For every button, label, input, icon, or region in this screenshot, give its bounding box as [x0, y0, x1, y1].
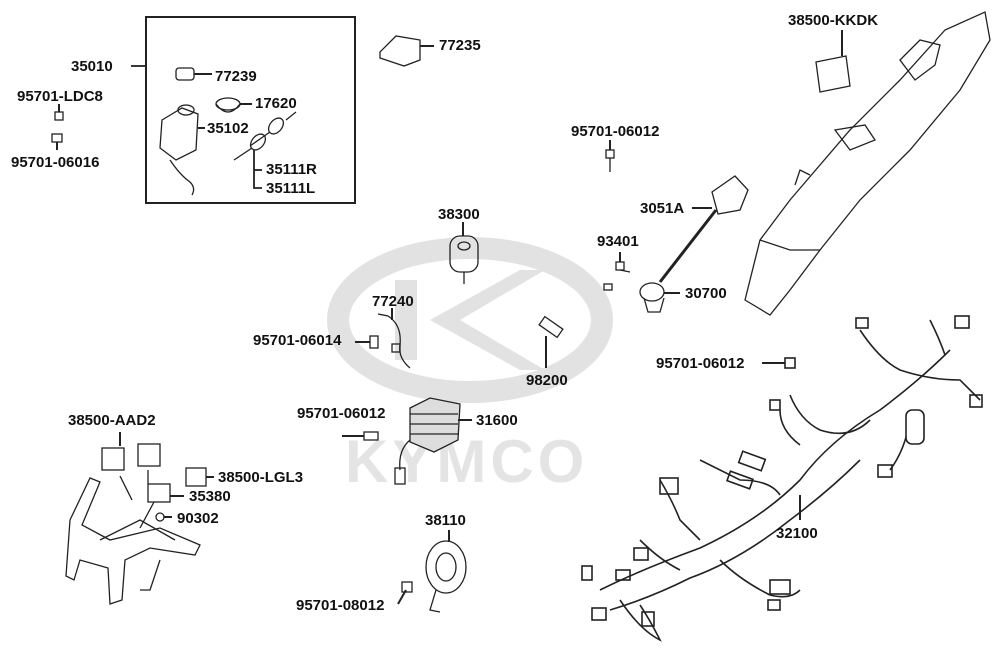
part-38300-label: 38300	[438, 206, 480, 223]
part-98200-label: 98200	[526, 372, 568, 389]
bolt-ldc8-icon	[54, 104, 64, 121]
part-35111r-label: 35111R	[266, 161, 317, 178]
bracket-icon	[379, 35, 434, 67]
cable-icon	[355, 308, 411, 369]
screw-93401-icon	[603, 252, 631, 291]
watermark-text: KYMCO	[345, 428, 589, 495]
part-93401-label: 93401	[597, 233, 639, 250]
regulator-icon	[394, 397, 472, 485]
part-30700-label: 30700	[685, 285, 727, 302]
relay-35380-icon	[139, 483, 184, 529]
part-95701-06012-mid-label: 95701-06012	[297, 405, 386, 422]
part-95701-ldc8-label: 95701-LDC8	[17, 88, 103, 105]
part-38500-aad2-label: 38500-AAD2	[68, 412, 156, 429]
part-77239-label: 77239	[215, 68, 257, 85]
fuse-icon	[538, 315, 564, 368]
bolt-regulator-icon	[342, 431, 379, 441]
part-3051a-label: 3051A	[640, 200, 685, 217]
part-95701-06012-right-label: 95701-06012	[656, 355, 745, 372]
part-38500-lgl3-label: 38500-LGL3	[218, 469, 304, 486]
part-77235-label: 77235	[439, 37, 481, 54]
part-95701-06016-label: 95701-06016	[11, 154, 100, 171]
part-35010-label: 35010	[71, 58, 113, 75]
part-32100-label: 32100	[776, 525, 818, 542]
lock-cylinder-icon	[175, 67, 212, 81]
part-38110-label: 38110	[425, 512, 466, 529]
part-17620-label: 17620	[255, 95, 297, 112]
horn-icon	[425, 530, 467, 613]
key-set-box	[145, 16, 356, 204]
cap-icon	[215, 97, 252, 113]
bolt-horn-icon	[397, 581, 413, 605]
part-95701-06012-top-label: 95701-06012	[571, 123, 660, 140]
frame-icon	[744, 11, 991, 316]
lower-frame-icon	[65, 477, 201, 605]
part-77240-label: 77240	[372, 293, 414, 310]
part-90302-label: 90302	[177, 510, 219, 527]
part-95701-08012-label: 95701-08012	[296, 597, 385, 614]
plug-cap-icon	[639, 282, 680, 313]
ignition-switch-icon	[159, 104, 205, 196]
part-38500-kkdk-label: 38500-KKDK	[788, 12, 879, 29]
nut-90302-icon	[155, 512, 172, 522]
part-35102-label: 35102	[207, 120, 249, 137]
ignition-coil-icon	[658, 175, 749, 283]
bolt-top-icon	[605, 140, 615, 172]
relay-aad2-icon	[101, 432, 161, 501]
part-95701-06014-label: 95701-06014	[253, 332, 342, 349]
part-35111l-label: 35111L	[266, 180, 316, 197]
part-31600-label: 31600	[476, 412, 518, 429]
flasher-icon	[449, 222, 479, 284]
relay-lgl3-icon	[185, 467, 214, 487]
bolt-06016-icon	[51, 133, 63, 150]
wiring-harness-icon	[581, 315, 983, 642]
keys-icon	[233, 111, 297, 189]
part-35380-label: 35380	[189, 488, 231, 505]
relay-kkdk-icon	[815, 30, 851, 93]
